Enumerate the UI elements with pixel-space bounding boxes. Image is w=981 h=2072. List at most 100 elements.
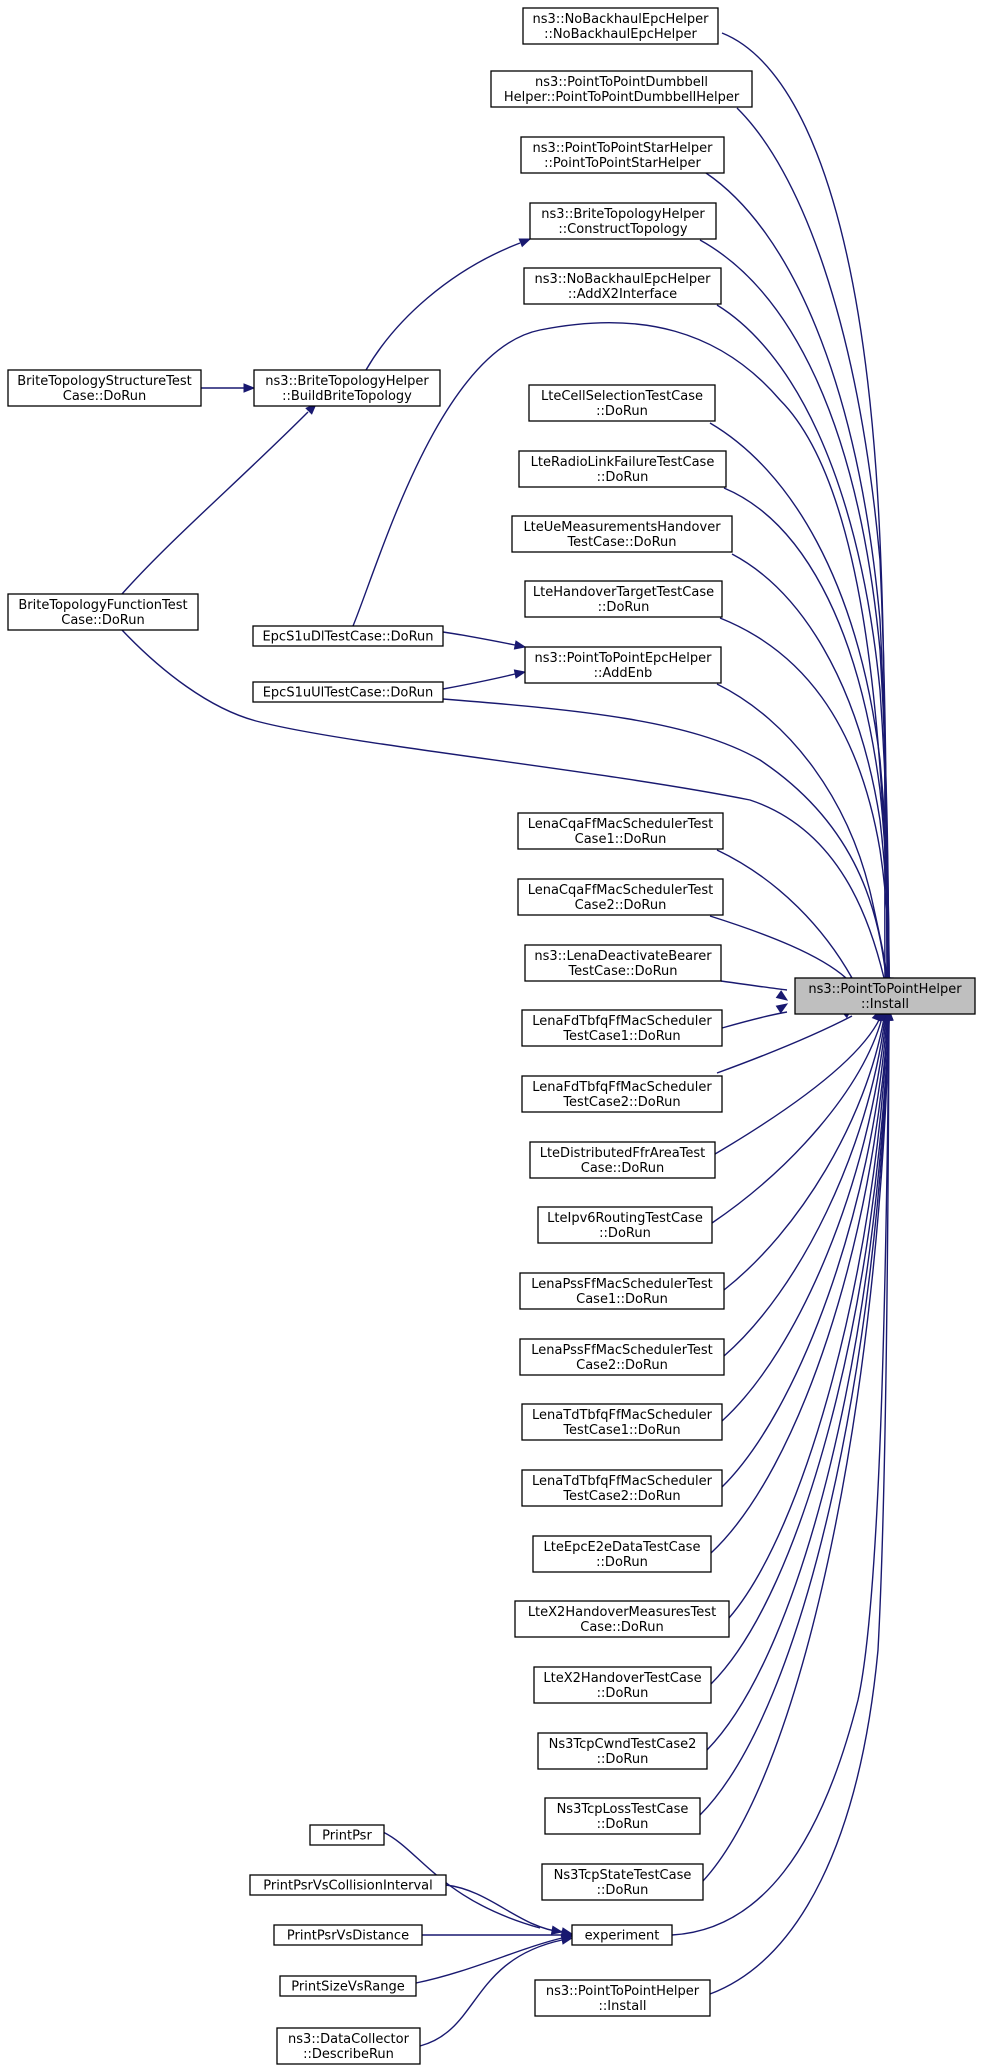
graph-node[interactable]: ns3::NoBackhaulEpcHelper::AddX2Interface [523, 267, 722, 305]
edge-arrowhead [775, 990, 789, 1001]
node-label: TestCase1::DoRun [562, 1029, 680, 1044]
edge-arrowhead [513, 640, 527, 650]
call-edge [699, 1008, 894, 1816]
graph-node[interactable]: PrintPsr [309, 1824, 385, 1846]
graph-node[interactable]: PrintPsrVsCollisionInterval [249, 1874, 447, 1896]
graph-node[interactable]: Ns3TcpCwndTestCase2::DoRun [537, 1732, 708, 1770]
node-label: LteCellSelectionTestCase [541, 389, 703, 404]
node-label: BriteTopologyFunctionTest [18, 598, 187, 613]
edge-arrowhead [243, 383, 256, 393]
node-label: EpcS1uUlTestCase::DoRun [263, 686, 434, 701]
node-label: ns3::LenaDeactivateBearer [534, 949, 712, 964]
node-label: LenaPssFfMacSchedulerTest [531, 1343, 712, 1358]
node-label: Ns3TcpStateTestCase [554, 1868, 692, 1883]
graph-node[interactable]: Ns3TcpStateTestCase::DoRun [541, 1863, 704, 1901]
graph-node[interactable]: LteHandoverTargetTestCase::DoRun [524, 580, 723, 618]
call-edge [716, 1007, 854, 1074]
node-label: ::DoRun [596, 404, 648, 419]
node-label: LteX2HandoverTestCase [543, 1671, 701, 1686]
node-label: Case1::DoRun [575, 832, 667, 847]
call-edge [736, 107, 892, 990]
graph-node[interactable]: ns3::DataCollector::DescribeRun [276, 2027, 421, 2065]
graph-node[interactable]: ns3::BriteTopologyHelper::BuildBriteTopo… [253, 369, 441, 407]
graph-node[interactable]: LteRadioLinkFailureTestCase::DoRun [518, 450, 727, 488]
node-label: ns3::NoBackhaulEpcHelper [533, 12, 710, 27]
graph-node[interactable]: LteIpv6RoutingTestCase::DoRun [537, 1206, 713, 1244]
graph-node[interactable]: PrintSizeVsRange [279, 1975, 417, 1997]
node-label: Ns3TcpLossTestCase [557, 1802, 689, 1817]
node-label: Ns3TcpCwndTestCase2 [549, 1737, 697, 1752]
node-label: TestCase2::DoRun [562, 1489, 680, 1504]
node-label: ns3::PointToPointDumbbell [535, 75, 708, 90]
call-edge [721, 1008, 890, 1422]
call-edge [709, 915, 847, 990]
node-label: ::BuildBriteTopology [282, 389, 412, 404]
graph-node[interactable]: ns3::PointToPointEpcHelper::AddEnb [524, 646, 722, 684]
node-label: ::DoRun [597, 1686, 649, 1701]
node-label: Case2::DoRun [576, 1358, 668, 1373]
graph-node[interactable]: EpcS1uDlTestCase::DoRun [252, 625, 444, 647]
graph-node[interactable]: ns3::PointToPointDumbbellHelper::PointTo… [490, 70, 753, 108]
node-label: ::DoRun [597, 1883, 649, 1898]
graph-node[interactable]: Ns3TcpLossTestCase::DoRun [544, 1797, 701, 1835]
node-label: PrintPsr [322, 1829, 372, 1844]
node-label: PrintPsrVsDistance [287, 1929, 409, 1944]
graph-node[interactable]: ns3::PointToPointHelper::Install [534, 1979, 711, 2017]
node-label: Case1::DoRun [576, 1292, 668, 1307]
node-label: ::ConstructTopology [558, 222, 687, 237]
call-edge [709, 1008, 881, 1158]
call-edge [419, 1935, 574, 2047]
graph-node[interactable]: experiment [571, 1924, 673, 1946]
graph-node[interactable]: ns3::NoBackhaulEpcHelper::NoBackhaulEpcH… [522, 7, 719, 45]
call-edge [442, 669, 527, 690]
call-edge [716, 304, 894, 990]
graph-node[interactable]: PrintPsrVsDistance [273, 1924, 423, 1946]
graph-node[interactable]: ns3::PointToPointStarHelper::PointToPoin… [520, 136, 725, 174]
node-label: ::DoRun [596, 1555, 648, 1570]
target-node[interactable]: ns3::PointToPointHelper::Install [794, 977, 976, 1015]
graph-node[interactable]: EpcS1uUlTestCase::DoRun [252, 681, 444, 703]
graph-node[interactable]: LteX2HandoverTestCase::DoRun [533, 1666, 712, 1704]
call-edge [200, 383, 256, 393]
call-edge [121, 629, 887, 990]
node-label: LteHandoverTargetTestCase [533, 585, 714, 600]
node-label: BriteTopologyStructureTest [17, 374, 191, 389]
node-label: LteRadioLinkFailureTestCase [531, 455, 715, 470]
node-label: ::DoRun [597, 1752, 649, 1767]
node-label: ns3::PointToPointHelper [546, 1984, 700, 1999]
node-label: TestCase::DoRun [567, 964, 677, 979]
node-label: ::AddX2Interface [568, 287, 677, 302]
node-label: TestCase1::DoRun [562, 1423, 680, 1438]
node-label: ns3::PointToPointStarHelper [533, 141, 714, 156]
node-label: ::Install [861, 997, 909, 1012]
call-edge [365, 238, 532, 371]
graph-node[interactable]: LteCellSelectionTestCase::DoRun [528, 384, 716, 422]
node-label: ::DescribeRun [303, 2047, 394, 2062]
node-label: PrintSizeVsRange [291, 1980, 404, 1995]
node-label: LenaCqaFfMacSchedulerTest [528, 883, 714, 898]
node-label: LenaTdTbfqFfMacScheduler [532, 1474, 713, 1489]
node-label: LenaFdTbfqFfMacScheduler [532, 1014, 712, 1029]
call-edge [442, 631, 527, 650]
graph-node[interactable]: ns3::BriteTopologyHelper::ConstructTopol… [529, 202, 717, 240]
node-label: ::NoBackhaulEpcHelper [544, 27, 697, 42]
node-label: ns3::PointToPointHelper [808, 982, 962, 997]
call-edge [721, 1008, 891, 1488]
edge-arrowhead [775, 1003, 789, 1014]
graph-node[interactable]: LteEpcE2eDataTestCase::DoRun [532, 1535, 712, 1573]
